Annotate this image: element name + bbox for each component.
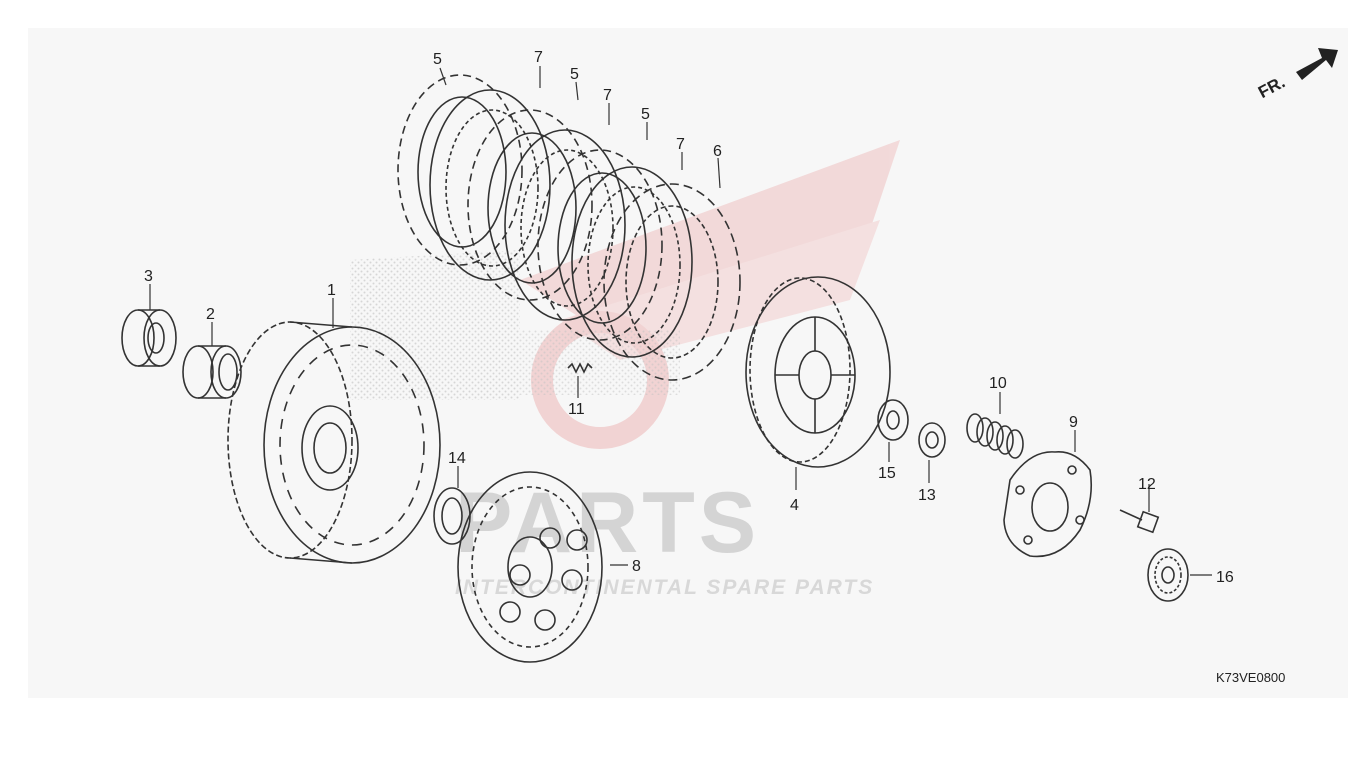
callout-5-b: 5 bbox=[570, 66, 579, 83]
part-7-clutch-plate-b bbox=[504, 129, 626, 321]
callout-14: 14 bbox=[448, 450, 466, 467]
callout-13: 13 bbox=[918, 487, 936, 504]
callout-1: 1 bbox=[327, 282, 336, 299]
callout-7-b: 7 bbox=[603, 87, 612, 104]
watermark-tagline: INTERCONTINENTAL SPARE PARTS bbox=[455, 576, 874, 599]
direction-label: FR. bbox=[1255, 72, 1288, 102]
part-6-friction-disc-b bbox=[603, 183, 741, 381]
callout-8: 8 bbox=[632, 558, 641, 575]
callout-7-a: 7 bbox=[534, 49, 543, 66]
part-16-bearing bbox=[1147, 548, 1189, 602]
callout-16: 16 bbox=[1216, 569, 1234, 586]
part-15-washer bbox=[877, 399, 909, 441]
diagram-code: K73VE0800 bbox=[1216, 670, 1285, 685]
callout-7-c: 7 bbox=[676, 136, 685, 153]
part-9-lifter-plate bbox=[1003, 451, 1093, 558]
callout-11: 11 bbox=[568, 401, 585, 418]
watermark-brand: PARTS bbox=[455, 475, 760, 571]
part-14-washer bbox=[433, 487, 471, 545]
part-4-clutch-center bbox=[745, 276, 891, 468]
part-3-collar bbox=[121, 309, 177, 367]
part-12-bolt bbox=[1119, 509, 1160, 534]
callout-4: 4 bbox=[790, 497, 799, 514]
part-8-pressure-plate bbox=[457, 471, 603, 663]
callout-10: 10 bbox=[989, 375, 1007, 392]
callout-12: 12 bbox=[1138, 476, 1156, 493]
front-arrow-icon bbox=[1296, 48, 1338, 80]
part-10-clutch-spring bbox=[966, 413, 1024, 459]
part-7-clutch-plate-c bbox=[571, 166, 693, 358]
part-1-clutch-outer bbox=[227, 321, 441, 564]
part-7-clutch-plate-a bbox=[429, 89, 551, 281]
callout-5-c: 5 bbox=[641, 106, 650, 123]
callout-5-a: 5 bbox=[433, 51, 442, 68]
part-5-friction-disc-b bbox=[467, 109, 593, 301]
part-11-spring bbox=[567, 362, 593, 374]
leader-lines bbox=[149, 66, 1212, 576]
part-2-bushing bbox=[182, 345, 242, 399]
callout-15: 15 bbox=[878, 465, 896, 482]
callout-6: 6 bbox=[713, 143, 722, 160]
part-5-friction-disc-c bbox=[537, 149, 663, 341]
watermark-logo bbox=[350, 140, 900, 449]
callout-2: 2 bbox=[206, 306, 215, 323]
callout-9: 9 bbox=[1069, 414, 1078, 431]
callout-3: 3 bbox=[144, 268, 153, 285]
diagram-canvas bbox=[28, 28, 1348, 698]
part-13-lock-washer bbox=[918, 422, 946, 458]
